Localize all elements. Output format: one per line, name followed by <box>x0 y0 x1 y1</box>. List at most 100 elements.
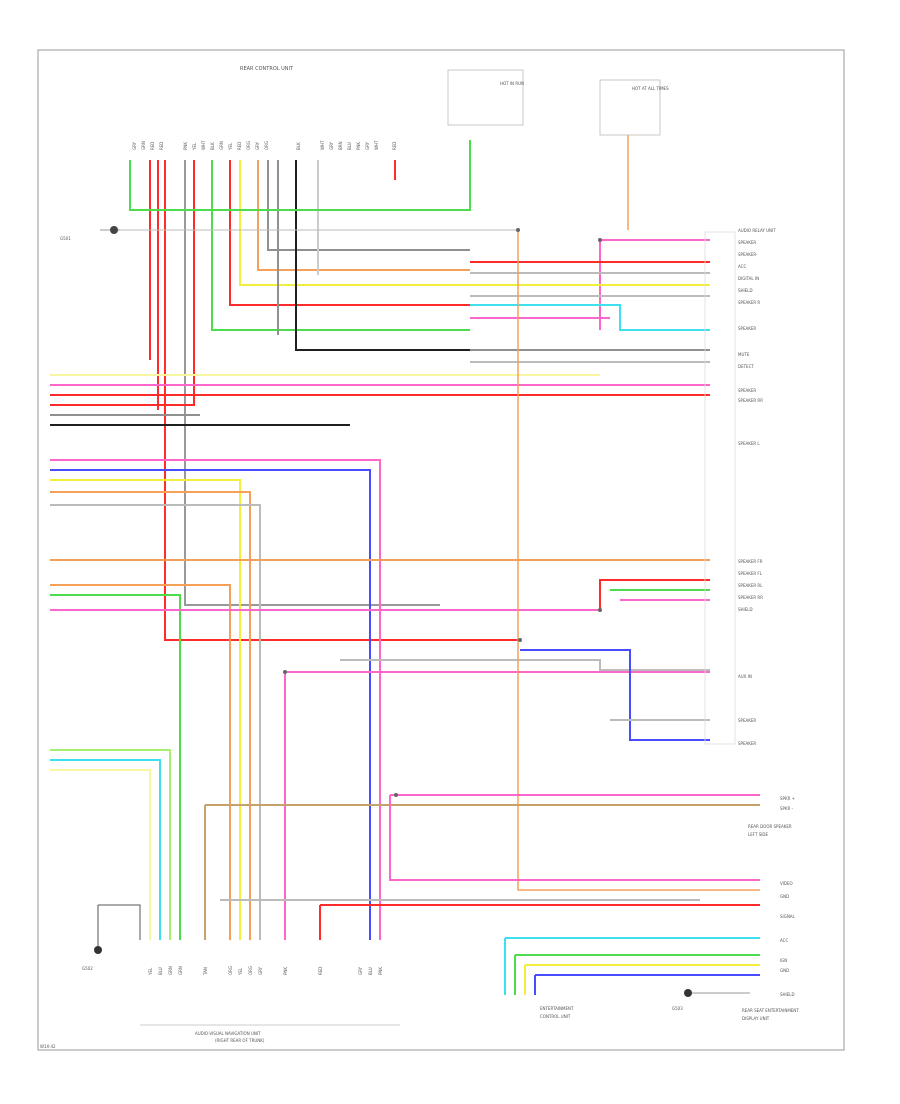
left-wires <box>50 459 710 940</box>
svg-text:SPEAKER RR: SPEAKER RR <box>738 595 763 600</box>
svg-text:SPEAKER: SPEAKER <box>738 741 756 746</box>
lower-center-labels: ENTERTAINMENT CONTROL UNIT <box>540 1006 574 1019</box>
svg-text:WHT: WHT <box>374 140 379 150</box>
svg-text:DIGITAL IN: DIGITAL IN <box>738 276 759 281</box>
diagram-frame <box>37 49 845 1051</box>
svg-text:SPKR +: SPKR + <box>780 796 795 801</box>
svg-text:YEL: YEL <box>228 142 233 151</box>
svg-text:YEL: YEL <box>148 967 153 976</box>
svg-text:SIGNAL: SIGNAL <box>780 914 796 919</box>
svg-text:VIDEO: VIDEO <box>780 881 793 886</box>
svg-text:GRY: GRY <box>255 141 260 150</box>
svg-text:SPEAKER FR: SPEAKER FR <box>738 559 763 564</box>
svg-text:CONTROL UNIT: CONTROL UNIT <box>540 1014 571 1019</box>
svg-text:LEFT SIDE: LEFT SIDE <box>748 832 769 837</box>
ground-bottom-icon: G502 <box>82 904 141 971</box>
svg-text:BLU: BLU <box>368 967 373 975</box>
svg-text:PNK: PNK <box>378 967 383 975</box>
svg-text:MUTE: MUTE <box>738 352 750 357</box>
right-unit-wires <box>50 239 710 426</box>
top-connector-label: REAR CONTROL UNIT <box>240 66 294 72</box>
svg-text:SPEAKER RL: SPEAKER RL <box>738 583 763 588</box>
svg-text:SPEAKER: SPEAKER <box>738 718 756 723</box>
svg-text:SPEAKER RR: SPEAKER RR <box>738 398 763 403</box>
footer-code: W1X-42 <box>40 1044 56 1049</box>
power-supply-box <box>447 69 524 126</box>
audio-relay-unit <box>704 231 736 745</box>
svg-text:RED: RED <box>318 967 323 975</box>
svg-text:SPKR -: SPKR - <box>780 806 794 811</box>
svg-text:BLU: BLU <box>158 967 163 975</box>
svg-text:GRY: GRY <box>329 141 334 150</box>
svg-text:GND: GND <box>780 894 789 899</box>
svg-text:GND: GND <box>780 968 789 973</box>
svg-text:IGN: IGN <box>780 958 787 963</box>
svg-text:GRN: GRN <box>141 141 146 150</box>
bottom-wires <box>204 794 760 995</box>
svg-text:SPEAKER: SPEAKER <box>738 326 756 331</box>
bottom-unit-label: AUDIO-VISUAL NAVIGATION UNIT <box>195 1031 261 1036</box>
svg-text:YEL: YEL <box>192 142 197 151</box>
svg-text:WHT: WHT <box>201 140 206 150</box>
svg-text:ENTERTAINMENT: ENTERTAINMENT <box>540 1006 574 1011</box>
svg-text:DETECT: DETECT <box>738 364 754 369</box>
svg-text:G501: G501 <box>60 236 71 241</box>
svg-text:DISPLAY UNIT: DISPLAY UNIT <box>742 1016 770 1021</box>
svg-text:REAR SEAT ENTERTAINMENT: REAR SEAT ENTERTAINMENT <box>742 1008 799 1013</box>
ground-left-icon: G501 <box>60 226 140 241</box>
svg-text:SPEAKER FL: SPEAKER FL <box>738 571 763 576</box>
vertical-wires <box>50 160 520 641</box>
svg-text:SPEAKER: SPEAKER <box>738 240 756 245</box>
box-label: HOT IN RUN <box>500 81 524 86</box>
svg-text:GRY: GRY <box>365 141 370 150</box>
svg-text:RED: RED <box>392 142 397 150</box>
svg-text:AUX IN: AUX IN <box>738 674 752 679</box>
svg-text:ORG: ORG <box>248 966 253 975</box>
bottom-unit-sublabel: (RIGHT REAR OF TRUNK) <box>215 1038 265 1043</box>
svg-text:SHIELD: SHIELD <box>738 288 753 293</box>
svg-text:REAR DOOR SPEAKER: REAR DOOR SPEAKER <box>748 824 792 829</box>
svg-text:SPEAKER-: SPEAKER- <box>738 252 758 257</box>
fuse-label: HOT AT ALL TIMES <box>632 86 669 91</box>
svg-text:YEL: YEL <box>238 967 243 976</box>
lower-left-wires <box>50 749 171 940</box>
svg-text:PNK: PNK <box>356 142 361 150</box>
svg-text:GRN: GRN <box>168 966 173 975</box>
svg-text:BLU: BLU <box>347 142 352 150</box>
svg-text:G502: G502 <box>82 966 93 971</box>
svg-text:PNK: PNK <box>183 142 188 150</box>
svg-text:SHIELD: SHIELD <box>780 992 795 997</box>
bottom-pin-labels: YEL BLU GRN GRN TAN ORG YEL ORG GRY PNK … <box>148 966 383 976</box>
svg-text:ORG: ORG <box>264 141 269 150</box>
svg-text:SHIELD: SHIELD <box>738 607 753 612</box>
svg-text:ACC: ACC <box>780 938 788 943</box>
svg-text:RED: RED <box>237 142 242 150</box>
lower-right-labels: SPKR + SPKR - REAR DOOR SPEAKER LEFT SID… <box>742 796 799 1021</box>
svg-text:GRY: GRY <box>132 141 137 150</box>
green-bus-wire <box>130 140 471 211</box>
svg-text:RED: RED <box>150 142 155 150</box>
svg-text:SPEAKER R: SPEAKER R <box>738 300 760 305</box>
right-unit-label: AUDIO RELAY UNIT <box>738 228 776 233</box>
svg-text:ACC: ACC <box>738 264 746 269</box>
svg-text:TAN: TAN <box>203 967 208 976</box>
svg-text:WHT: WHT <box>320 140 325 150</box>
svg-text:SPEAKER: SPEAKER <box>738 388 756 393</box>
top-pin-labels: GRY GRN RED RED PNK YEL WHT BLK GRN YEL … <box>132 140 397 151</box>
svg-text:ORG: ORG <box>246 141 251 150</box>
svg-text:SPEAKER L: SPEAKER L <box>738 441 760 446</box>
splice-dots <box>283 228 602 797</box>
mid-wires <box>284 649 710 940</box>
svg-text:RED: RED <box>159 142 164 150</box>
orange-feed-wire <box>517 230 760 891</box>
fuse-box <box>599 79 661 136</box>
svg-text:PNK: PNK <box>283 967 288 975</box>
svg-text:BLK: BLK <box>210 142 215 150</box>
svg-text:G503: G503 <box>672 1006 683 1011</box>
ground-right-icon: G503 <box>672 989 750 1011</box>
right-pin-labels: SPEAKER SPEAKER- ACC DIGITAL IN SHIELD S… <box>738 240 763 746</box>
svg-text:BRN: BRN <box>338 141 343 150</box>
svg-text:GRN: GRN <box>178 966 183 975</box>
